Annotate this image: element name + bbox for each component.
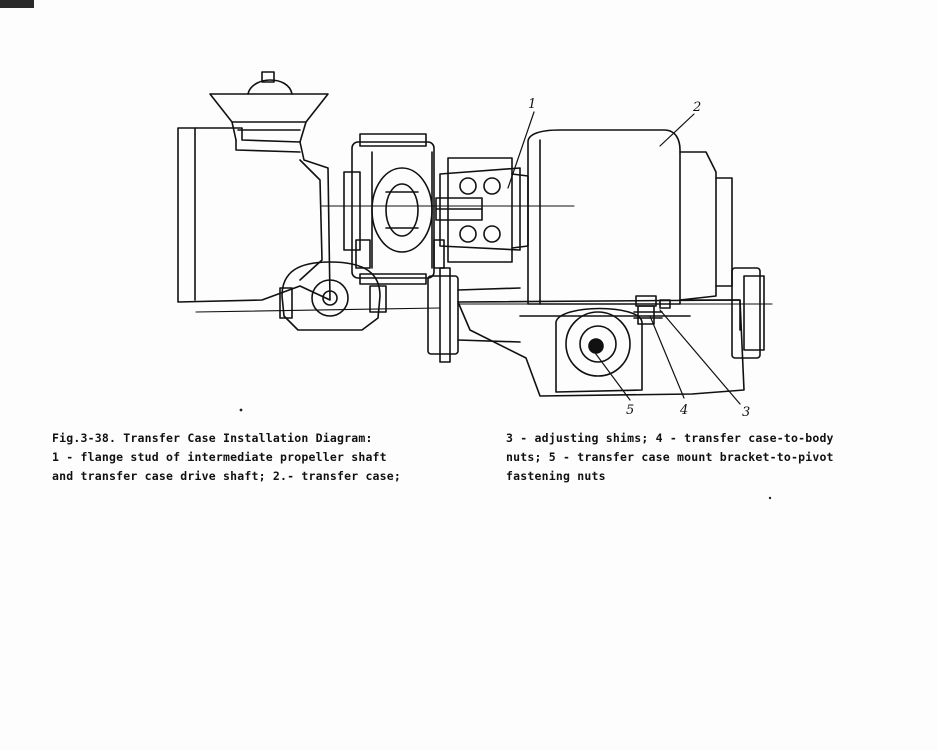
caption-right: 3 - adjusting shims; 4 - transfer case-t…	[506, 429, 834, 486]
caption-line: Fig.3-38. Transfer Case Installation Dia…	[52, 431, 373, 445]
center-lines	[195, 205, 773, 313]
scan-corner-mark	[0, 0, 34, 8]
caption-line: nuts; 5 - transfer case mount bracket-to…	[506, 450, 834, 464]
body-mount-nuts	[633, 295, 671, 325]
mount-bracket-pivot	[555, 307, 643, 393]
callout-1: 1	[528, 97, 536, 112]
gearbox-mount-pad	[209, 71, 329, 143]
scan-specks	[239, 302, 772, 500]
caption-line: and transfer case drive shaft; 2.- trans…	[52, 469, 402, 483]
gearbox-housing	[177, 127, 331, 303]
flexible-joint	[435, 157, 529, 263]
callout-3: 3	[742, 405, 750, 420]
transfer-case-lower	[427, 267, 765, 397]
callout-leaders	[507, 111, 741, 405]
callout-2: 2	[692, 100, 701, 115]
gearbox-lower-mount	[279, 261, 387, 331]
callout-5: 5	[626, 403, 634, 418]
caption-line: 3 - adjusting shims; 4 - transfer case-t…	[506, 431, 834, 445]
intermediate-shaft-coupling	[343, 133, 445, 285]
callout-4: 4	[679, 403, 688, 418]
caption-left: Fig.3-38. Transfer Case Installation Dia…	[52, 429, 401, 486]
caption-line: 1 - flange stud of intermediate propelle…	[52, 450, 387, 464]
caption-line: fastening nuts	[506, 469, 606, 483]
